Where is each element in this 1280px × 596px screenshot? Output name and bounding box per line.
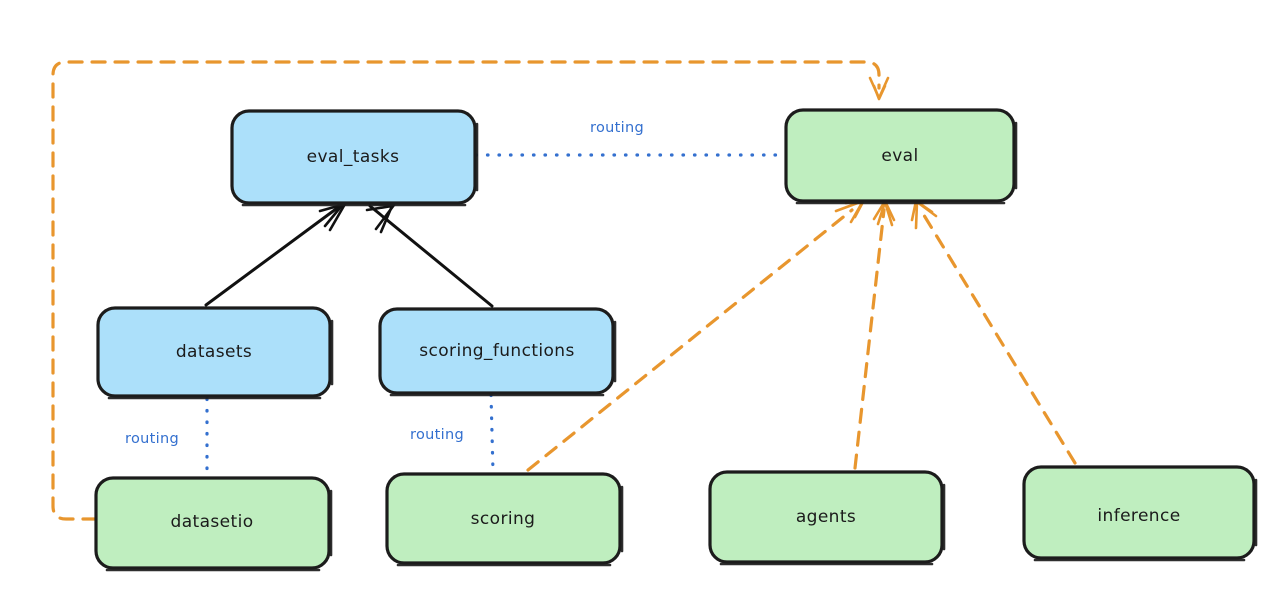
edge-scoring-functions-to-eval-tasks <box>364 201 494 308</box>
node-datasetio[interactable]: datasetio <box>94 476 333 572</box>
node-scoring-functions-label: scoring_functions <box>419 341 574 361</box>
edge-datasetio-to-eval <box>51 60 890 521</box>
node-eval-tasks-box[interactable] <box>230 109 477 205</box>
node-scoring[interactable]: scoring <box>385 472 624 567</box>
node-inference-box[interactable] <box>1022 465 1256 560</box>
node-agents[interactable]: agents <box>708 470 946 566</box>
node-datasets-box[interactable] <box>96 306 332 398</box>
node-eval-label: eval <box>881 146 918 166</box>
node-inference[interactable]: inference <box>1022 465 1258 562</box>
node-datasetio-label: datasetio <box>171 512 254 532</box>
edge-label-routing-scoring-functions-scoring: routing <box>410 427 464 443</box>
edge-label-routing-datasets-datasetio: routing <box>125 431 179 447</box>
edge-scoring-functions-to-scoring <box>489 393 495 474</box>
node-eval-tasks-label: eval_tasks <box>307 147 400 167</box>
edge-label-routing-eval-tasks-eval: routing <box>590 120 644 136</box>
node-scoring-functions[interactable]: scoring_functions <box>378 307 617 397</box>
edge-datasets-to-eval-tasks <box>204 201 347 307</box>
node-datasets[interactable]: datasets <box>96 306 334 400</box>
node-agents-label: agents <box>796 507 856 527</box>
node-scoring-label: scoring <box>471 509 536 529</box>
node-datasets-label: datasets <box>176 342 252 362</box>
node-scoring-functions-box[interactable] <box>378 307 615 395</box>
node-eval-tasks[interactable]: eval_tasks <box>230 109 479 207</box>
node-inference-label: inference <box>1097 506 1180 526</box>
node-eval-box[interactable] <box>784 108 1016 203</box>
node-scoring-box[interactable] <box>385 472 622 565</box>
node-datasetio-box[interactable] <box>94 476 331 570</box>
node-eval[interactable]: eval <box>784 108 1018 205</box>
edge-agents-to-eval <box>853 199 896 470</box>
node-agents-box[interactable] <box>708 470 944 564</box>
edge-inference-to-eval <box>910 199 1077 465</box>
